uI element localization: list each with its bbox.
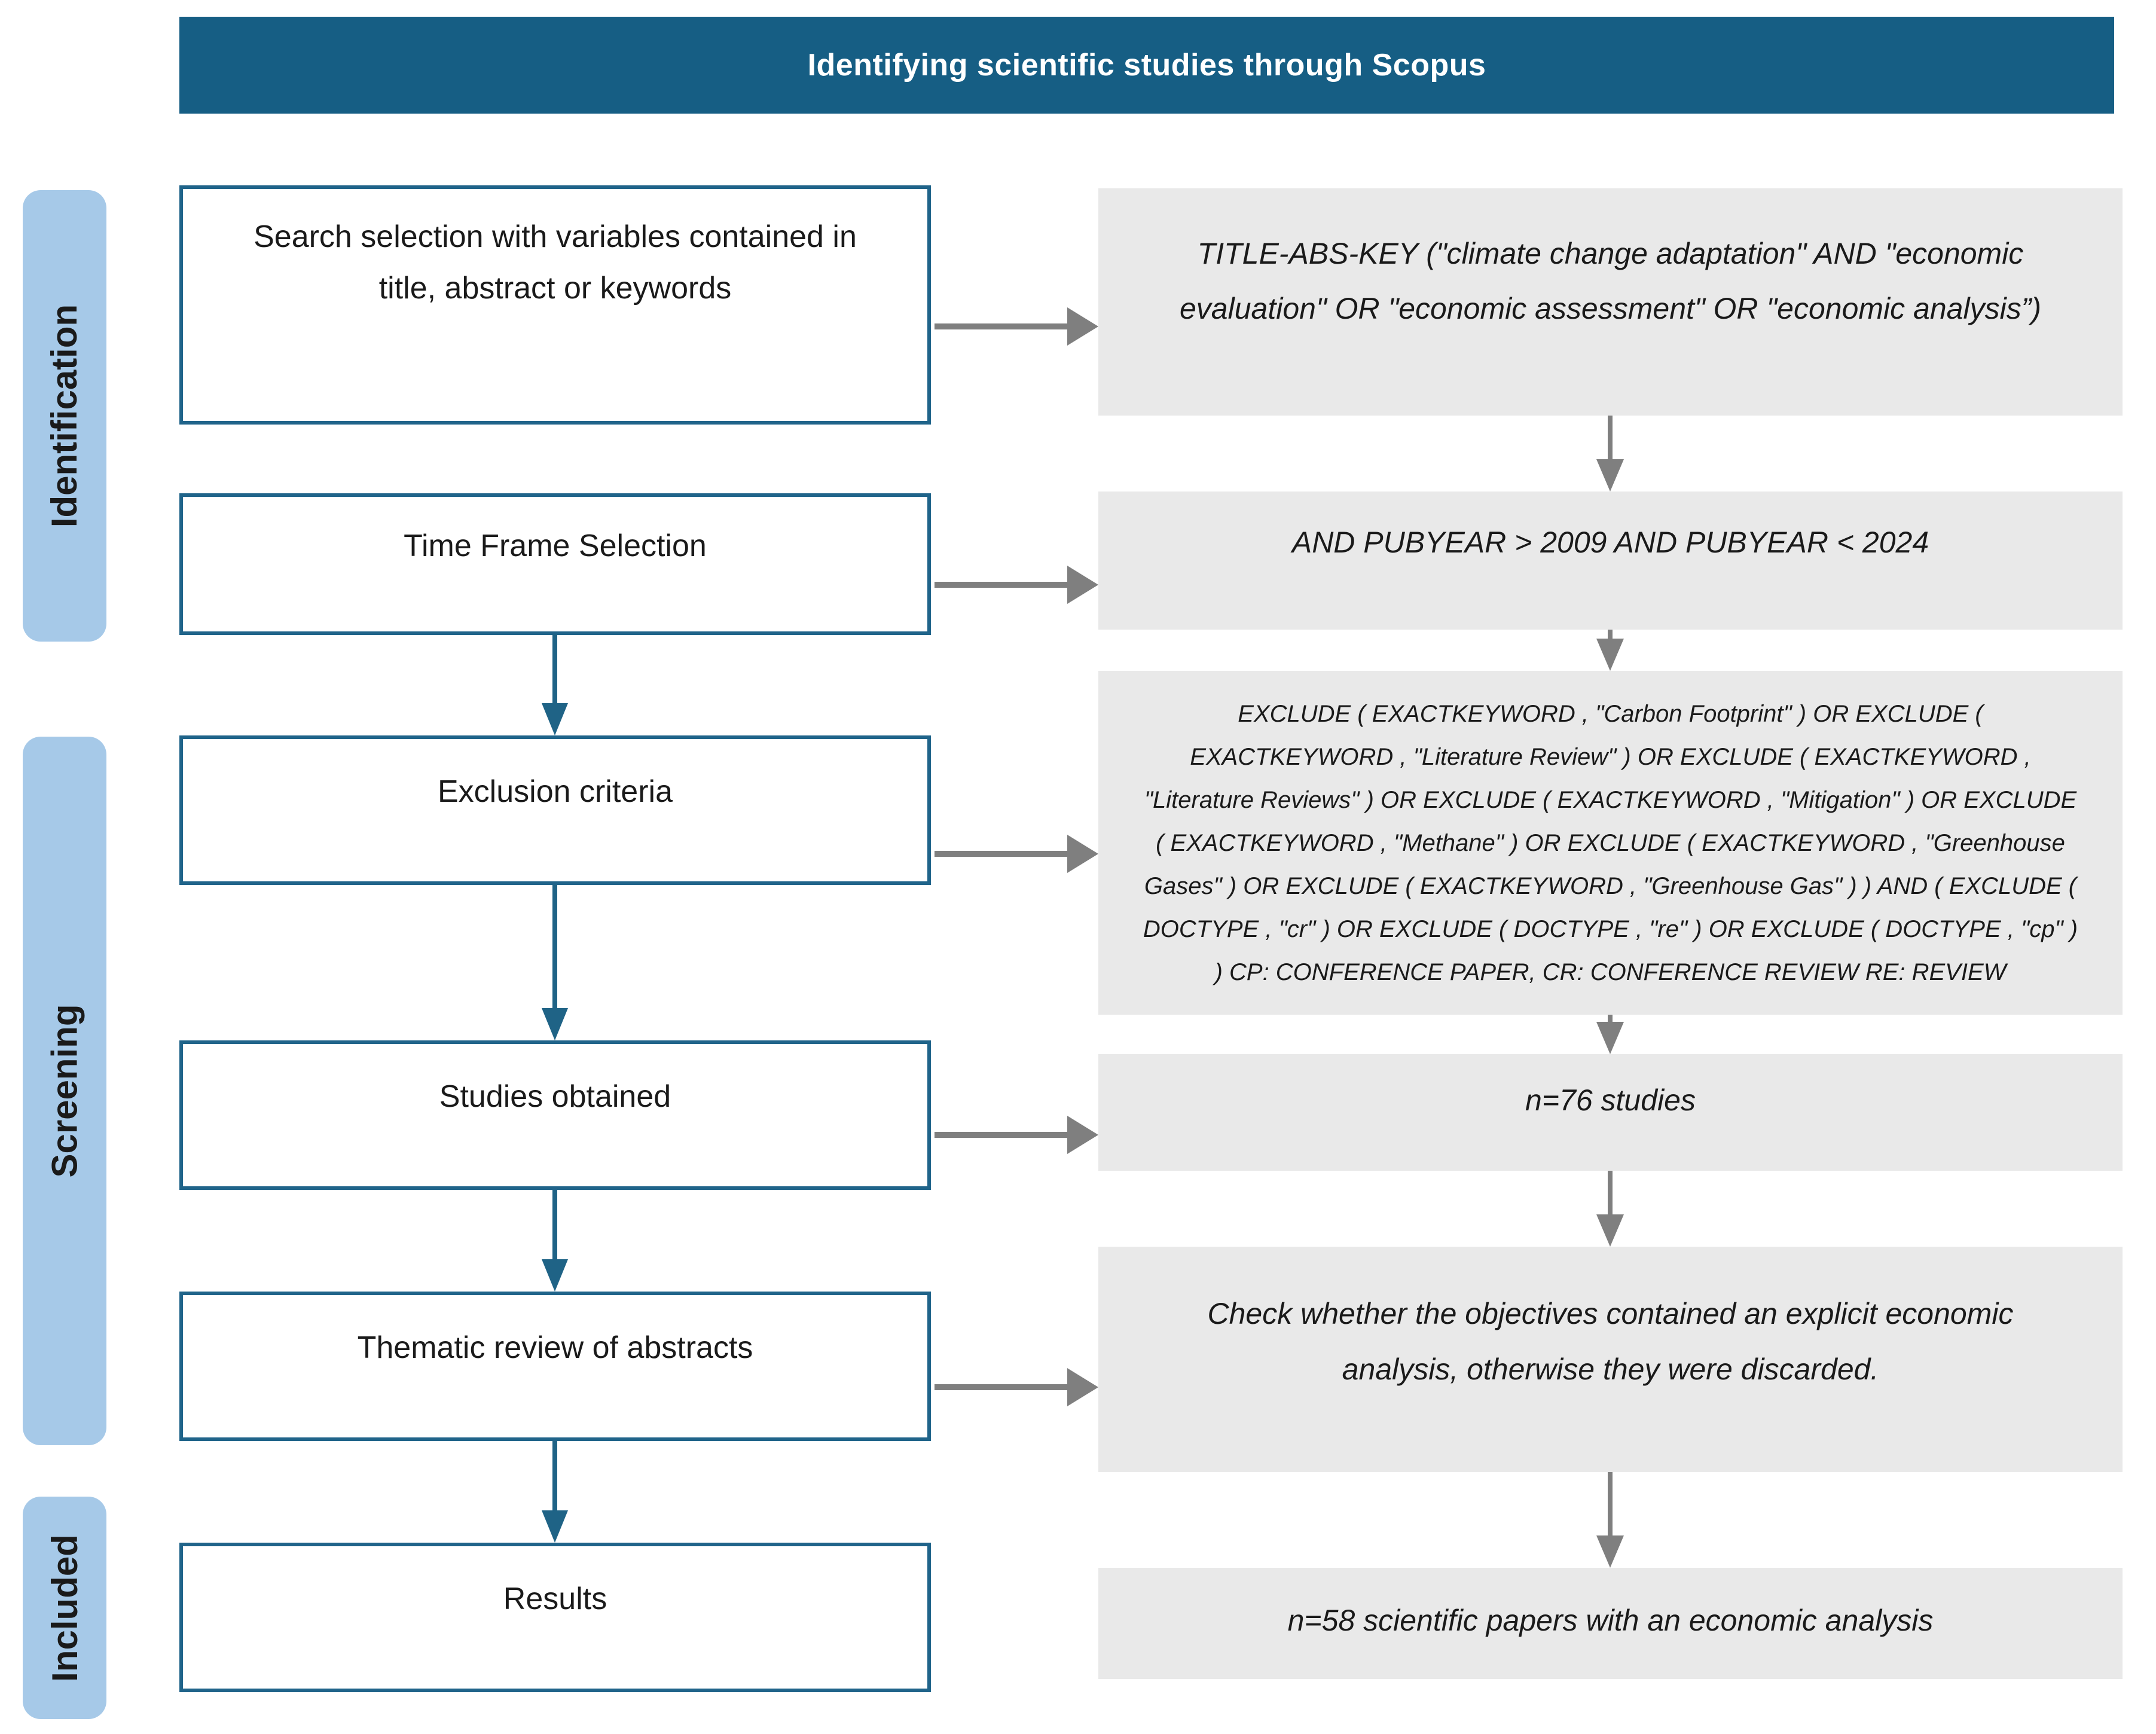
box-time-frame-selection-label: Time Frame Selection <box>404 528 707 563</box>
note-pubyear-filter: AND PUBYEAR > 2009 AND PUBYEAR < 2024 <box>1098 491 2123 630</box>
note-abstract-check-text: Check whether the objectives contained a… <box>1207 1297 2014 1386</box>
note-n76-studies-text: n=76 studies <box>1525 1083 1696 1118</box>
note-exclusion-query: EXCLUDE ( EXACTKEYWORD , "Carbon Footpri… <box>1098 671 2123 1015</box>
stage-screening: Screening <box>23 737 106 1445</box>
box-studies-obtained: Studies obtained <box>179 1040 931 1190</box>
box-thematic-review: Thematic review of abstracts <box>179 1292 931 1441</box>
box-thematic-review-label: Thematic review of abstracts <box>357 1330 753 1366</box>
stage-identification-label: Identification <box>44 304 85 528</box>
note-n76-studies: n=76 studies <box>1098 1054 2123 1171</box>
stage-identification: Identification <box>23 190 106 642</box>
diagram-title-bar: Identifying scientific studies through S… <box>179 17 2114 114</box>
note-exclusion-query-text: EXCLUDE ( EXACTKEYWORD , "Carbon Footpri… <box>1143 700 2078 985</box>
note-n58-papers: n=58 scientific papers with an economic … <box>1098 1568 2123 1679</box>
note-abstract-check: Check whether the objectives contained a… <box>1098 1247 2123 1472</box>
note-pubyear-filter-text: AND PUBYEAR > 2009 AND PUBYEAR < 2024 <box>1291 526 1929 560</box>
diagram-title: Identifying scientific studies through S… <box>807 48 1486 83</box>
box-search-selection-label: Search selection with variables containe… <box>254 219 857 306</box>
box-results-label: Results <box>503 1582 607 1617</box>
note-n58-papers-text: n=58 scientific papers with an economic … <box>1287 1603 1934 1637</box>
stage-included: Included <box>23 1497 106 1719</box>
stage-screening-label: Screening <box>44 1004 85 1178</box>
note-search-query: TITLE-ABS-KEY ("climate change adaptatio… <box>1098 188 2123 416</box>
stage-included-label: Included <box>44 1534 85 1682</box>
box-studies-obtained-label: Studies obtained <box>439 1079 671 1115</box>
box-results: Results <box>179 1543 931 1692</box>
box-exclusion-criteria-label: Exclusion criteria <box>437 774 673 810</box>
box-exclusion-criteria: Exclusion criteria <box>179 735 931 885</box>
box-search-selection: Search selection with variables containe… <box>179 185 931 425</box>
note-search-query-text: TITLE-ABS-KEY ("climate change adaptatio… <box>1180 236 2041 326</box>
box-time-frame-selection: Time Frame Selection <box>179 493 931 635</box>
